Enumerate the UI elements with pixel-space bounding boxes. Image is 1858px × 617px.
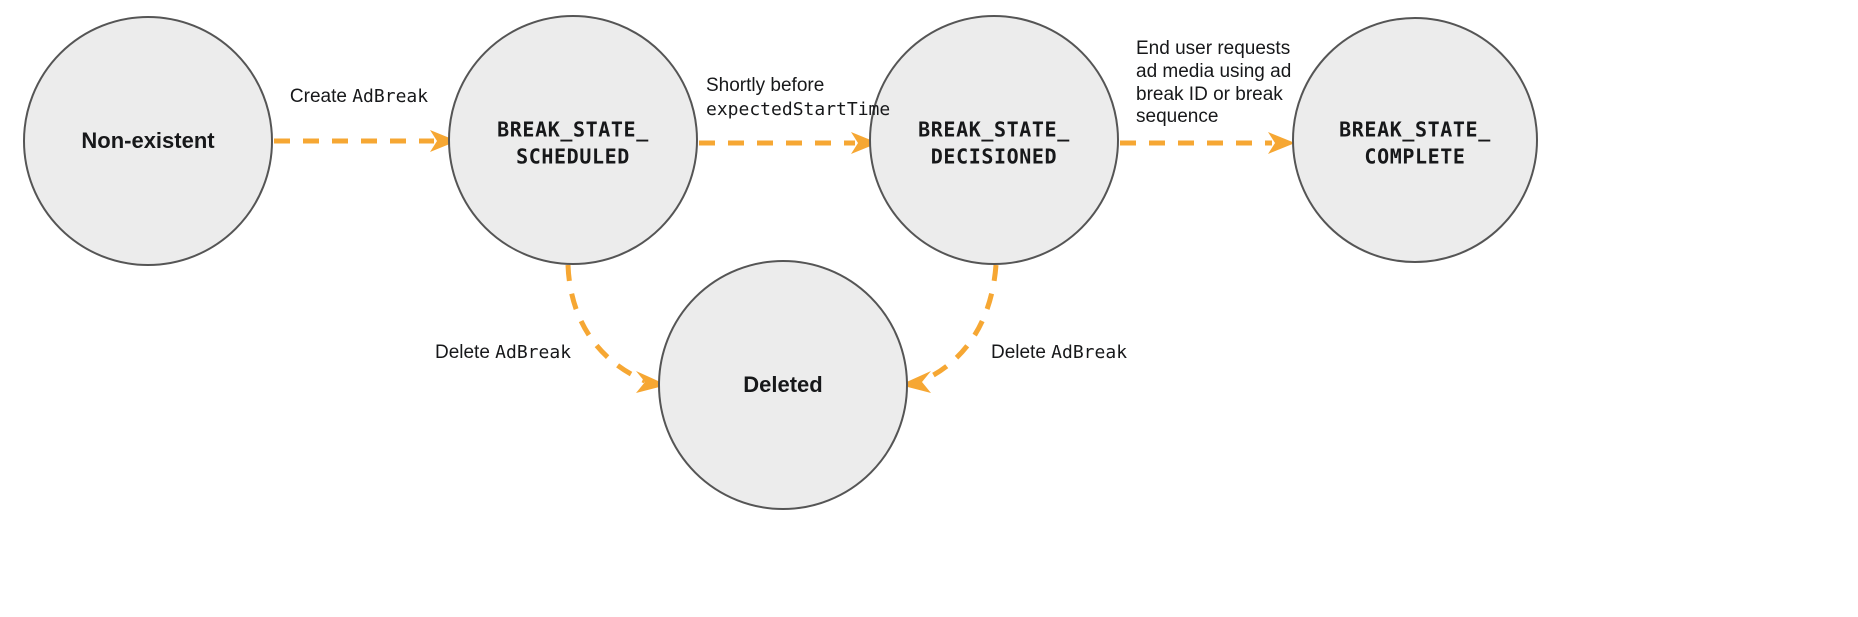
- edge-label-create-adbreak: Create AdBreak: [290, 86, 428, 107]
- node-break-state-complete-shape: [1292, 17, 1538, 263]
- edge-delete-from-scheduled-arrowhead: [636, 371, 667, 393]
- node-break-state-decisioned[interactable]: BREAK_STATE_ DECISIONED: [869, 15, 1119, 265]
- edge-label-shortly-before-line1: Shortly before: [706, 75, 824, 96]
- edge-label-delete-from-scheduled-mono: AdBreak: [495, 342, 571, 363]
- edge-create-adbreak[interactable]: [274, 130, 457, 152]
- node-break-state-decisioned-label-line1: BREAK_STATE_: [918, 118, 1070, 142]
- edge-delete-from-decisioned-line: [920, 264, 999, 384]
- edge-delete-adbreak-from-scheduled[interactable]: [565, 264, 667, 393]
- edge-label-delete-from-scheduled: Delete AdBreak: [435, 342, 571, 363]
- node-non-existent-shape: [23, 16, 273, 266]
- node-break-state-scheduled[interactable]: BREAK_STATE_ SCHEDULED: [448, 15, 698, 265]
- edge-label-end-user-requests-line2: ad media using ad: [1136, 61, 1291, 82]
- edge-label-delete-from-scheduled-plain: Delete: [435, 342, 495, 363]
- edge-label-end-user-requests: End user requests ad media using ad brea…: [1136, 38, 1291, 127]
- edge-end-user-requests-ad-media[interactable]: [1120, 132, 1295, 154]
- edge-end-user-requests-arrowhead: [1268, 132, 1295, 154]
- edge-label-end-user-requests-line4: sequence: [1136, 106, 1218, 127]
- node-break-state-scheduled-shape: [448, 15, 698, 265]
- node-deleted-shape: [658, 260, 908, 510]
- edge-label-delete-from-decisioned: Delete AdBreak: [991, 342, 1127, 363]
- edge-delete-from-scheduled-line: [565, 264, 646, 384]
- edge-shortly-before-arrowhead: [851, 132, 878, 154]
- node-break-state-scheduled-label-line2: SCHEDULED: [516, 145, 630, 169]
- edge-label-end-user-requests-line3: break ID or break: [1136, 84, 1283, 105]
- svg-text:Create AdBreak: Create AdBreak: [290, 86, 428, 107]
- edge-delete-from-decisioned-arrowhead: [900, 371, 931, 393]
- node-break-state-complete-label-line1: BREAK_STATE_: [1339, 118, 1491, 142]
- node-deleted-label: Deleted: [743, 372, 822, 397]
- node-break-state-complete-label-line2: COMPLETE: [1364, 145, 1465, 169]
- node-non-existent[interactable]: Non-existent: [23, 16, 273, 266]
- node-break-state-decisioned-label-line2: DECISIONED: [931, 145, 1057, 169]
- node-break-state-decisioned-shape: [869, 15, 1119, 265]
- edge-label-delete-from-decisioned-mono: AdBreak: [1051, 342, 1127, 363]
- node-deleted[interactable]: Deleted: [658, 260, 908, 510]
- edge-label-shortly-before: Shortly before expectedStartTime: [706, 75, 890, 120]
- edge-label-shortly-before-line2: expectedStartTime: [706, 99, 890, 120]
- node-break-state-scheduled-label-line1: BREAK_STATE_: [497, 118, 649, 142]
- svg-text:Delete AdBreak: Delete AdBreak: [991, 342, 1127, 363]
- svg-text:Delete AdBreak: Delete AdBreak: [435, 342, 571, 363]
- edge-shortly-before-expected-start-time[interactable]: [699, 132, 878, 154]
- edge-delete-adbreak-from-decisioned[interactable]: [900, 264, 999, 393]
- edge-label-end-user-requests-line1: End user requests: [1136, 38, 1290, 59]
- edge-label-delete-from-decisioned-plain: Delete: [991, 342, 1051, 363]
- edge-label-create-adbreak-mono: AdBreak: [352, 86, 428, 107]
- node-break-state-complete[interactable]: BREAK_STATE_ COMPLETE: [1292, 17, 1538, 263]
- edge-create-adbreak-arrowhead: [430, 130, 457, 152]
- edge-label-create-adbreak-plain: Create: [290, 86, 352, 107]
- node-non-existent-label: Non-existent: [81, 128, 215, 153]
